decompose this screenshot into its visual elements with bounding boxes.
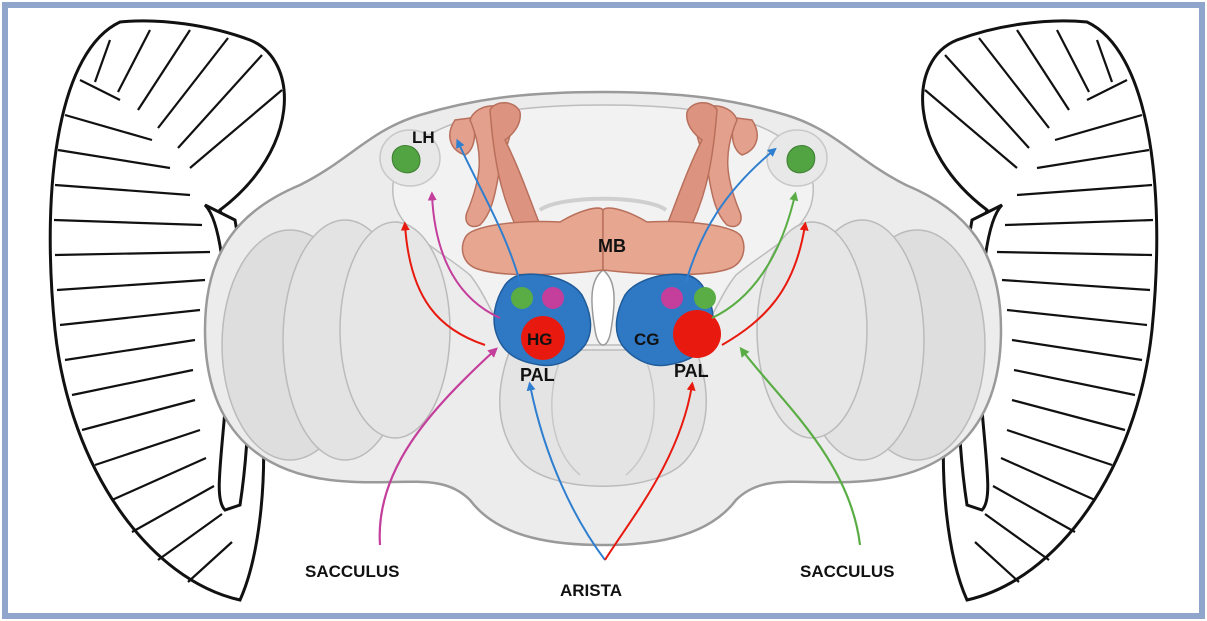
label-cg: CG (634, 330, 660, 349)
lateral-horn-left (392, 145, 420, 172)
label-lh: LH (412, 128, 435, 147)
glomerulus-magenta-right (661, 287, 683, 309)
label-hg: HG (527, 330, 553, 349)
glomerulus-magenta-left (542, 287, 564, 309)
label-sacculus-left: SACCULUS (305, 562, 399, 581)
label-mb: MB (598, 236, 626, 256)
label-pal-right: PAL (674, 361, 709, 381)
label-arista: ARISTA (560, 581, 622, 600)
glomerulus-green-left (511, 287, 533, 309)
label-sacculus-right: SACCULUS (800, 562, 894, 581)
label-pal-left: PAL (520, 365, 555, 385)
lateral-horn-right (787, 145, 815, 172)
glomerulus-green-right (694, 287, 716, 309)
